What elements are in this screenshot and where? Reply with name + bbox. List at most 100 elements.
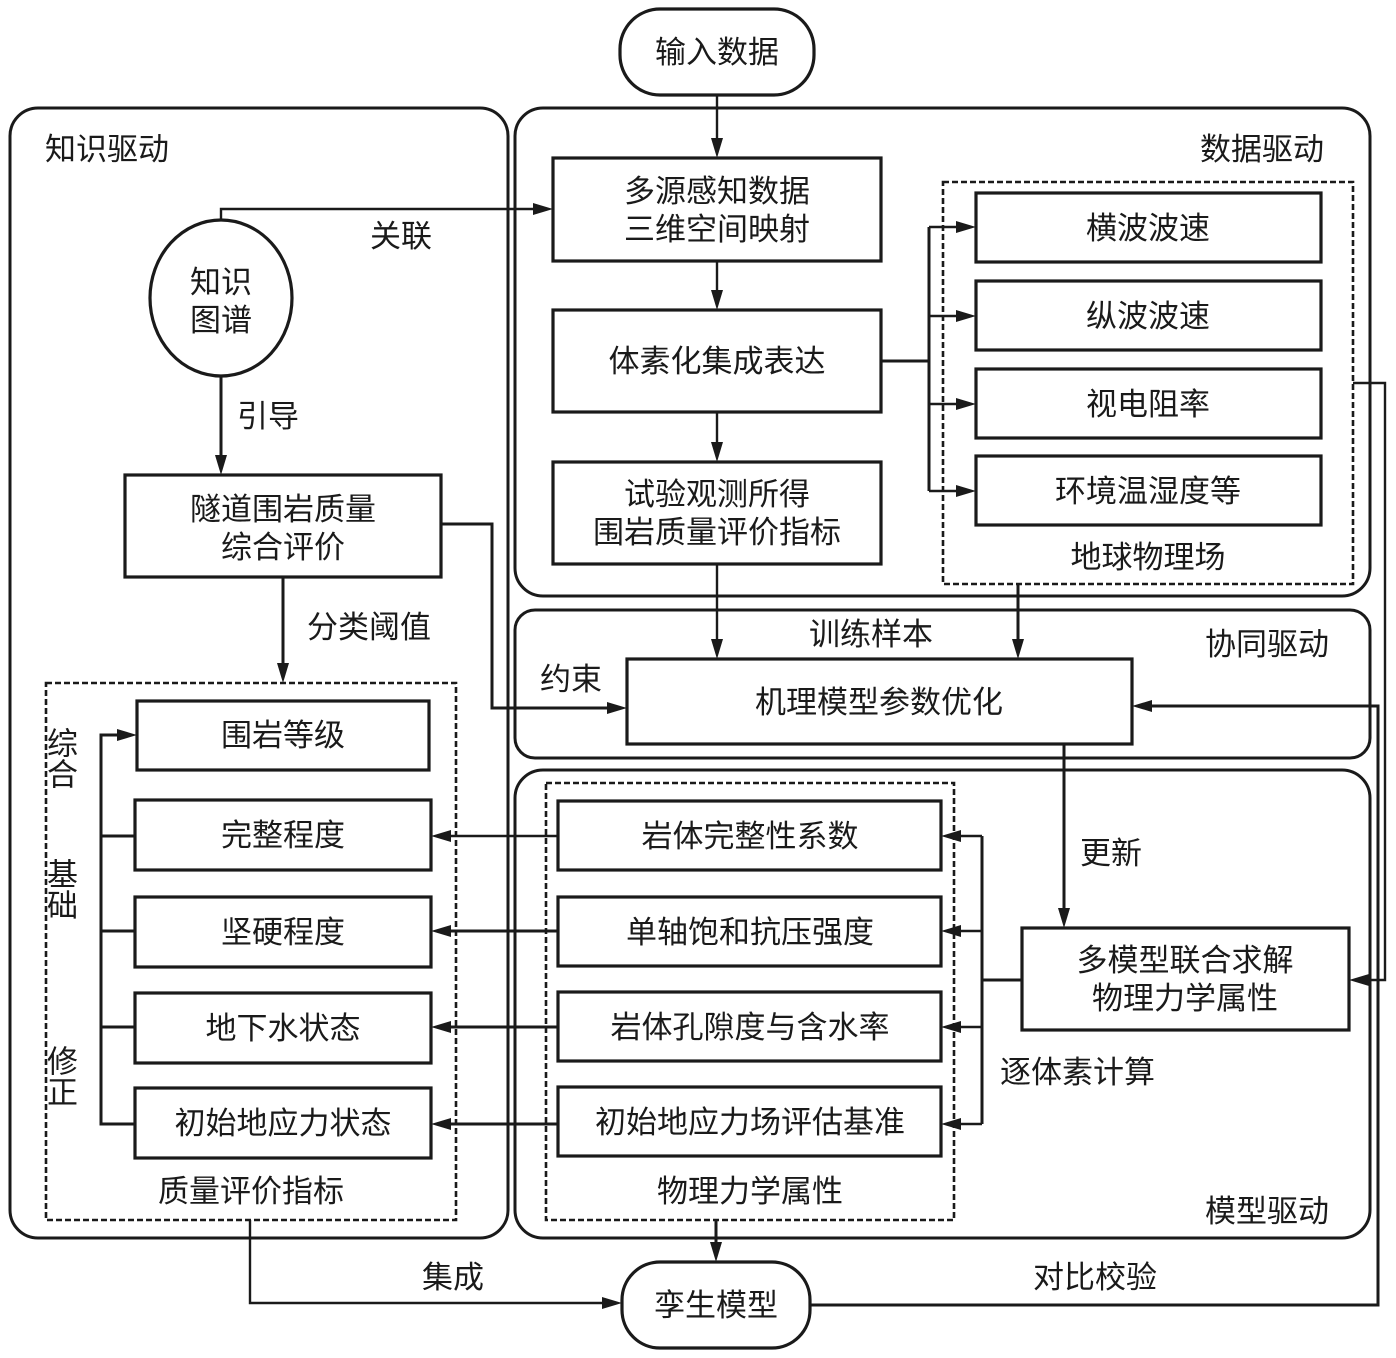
multisource-mapping-line1: 多源感知数据 — [624, 174, 810, 210]
arrowhead — [431, 830, 451, 842]
voxel-integration-node[interactable] — [551, 308, 883, 414]
mechanism-param-optimize-node[interactable] — [625, 657, 1134, 746]
multisource-mapping-line2: 三维空间映射 — [624, 212, 810, 248]
property-box[interactable] — [556, 799, 943, 872]
side-label-comprehensive: 综合 — [41, 727, 77, 789]
region-collab — [513, 608, 1372, 760]
arrowhead — [710, 1242, 722, 1262]
tunnel-quality-eval-line1: 隧道围岩质量 — [190, 492, 376, 528]
region-model-label: 模型驱动 — [1205, 1194, 1329, 1230]
edge-indicator-bracket — [99, 733, 135, 1126]
arrowhead — [431, 1118, 451, 1130]
edge-eval-to-optimize — [441, 522, 619, 710]
property-label: 岩体完整性系数 — [642, 819, 859, 855]
field-box[interactable] — [974, 191, 1323, 264]
edge-branch — [929, 225, 968, 493]
field-box[interactable] — [974, 279, 1323, 352]
observed-indicators-line2: 围岩质量评价指标 — [593, 515, 841, 551]
edge-label-constraint: 约束 — [540, 662, 602, 698]
arrowhead — [956, 310, 976, 322]
edge-label-update: 更新 — [1080, 836, 1142, 872]
multi-model-solve-line1: 多模型联合求解 — [1077, 943, 1294, 979]
arrowhead — [711, 639, 723, 659]
arrowhead — [956, 485, 976, 497]
region-collab-label: 协同驱动 — [1205, 627, 1329, 663]
property-label: 单轴饱和抗压强度 — [626, 915, 874, 951]
side-label-correction: 修正 — [41, 1045, 78, 1107]
arrowhead — [607, 702, 627, 714]
arrowhead — [215, 455, 227, 475]
field-box[interactable] — [974, 367, 1323, 440]
region-data-label: 数据驱动 — [1200, 132, 1324, 168]
property-list: 岩体完整性系数 单轴饱和抗压强度 岩体孔隙度与含水率 初始地应力场评估基准 — [556, 799, 943, 1158]
field-label: 视电阻率 — [1086, 387, 1210, 423]
multi-model-solve-line2: 物理力学属性 — [1092, 981, 1278, 1017]
edge-label-per-voxel: 逐体素计算 — [1000, 1055, 1155, 1091]
edge-label-training: 训练样本 — [809, 617, 933, 653]
knowledge-graph-line2: 图谱 — [190, 303, 252, 339]
edge-label-associate: 关联 — [370, 219, 432, 255]
field-label: 横波波速 — [1086, 211, 1210, 247]
arrowhead — [1132, 700, 1152, 712]
edge-field-to-solve — [1353, 381, 1387, 982]
start-node-label: 输入数据 — [655, 35, 779, 71]
mechanism-param-optimize-label: 机理模型参数优化 — [755, 685, 1003, 721]
arrowhead — [533, 203, 553, 215]
arrowhead — [117, 729, 137, 741]
knowledge-graph-line1: 知识 — [190, 265, 252, 301]
edge-label-compare: 对比校验 — [1033, 1260, 1157, 1296]
arrowhead — [277, 663, 289, 683]
edge-branch — [949, 834, 982, 1126]
arrowhead — [711, 138, 723, 158]
property-label: 岩体孔隙度与含水率 — [611, 1010, 890, 1046]
voxel-integration-label: 体素化集成表达 — [609, 344, 826, 380]
edge-indicators-to-twin — [248, 1220, 614, 1305]
arrowhead — [1012, 639, 1024, 659]
indicator-list: 围岩等级 完整程度 坚硬程度 地下水状态 初始地应力状态 — [133, 699, 433, 1160]
field-box[interactable] — [974, 454, 1323, 527]
region-knowledge-label: 知识驱动 — [45, 132, 169, 168]
multi-model-solve-node[interactable] — [1020, 926, 1351, 1032]
field-label: 纵波波速 — [1086, 299, 1210, 335]
region-knowledge — [8, 106, 510, 1240]
edge-label-guide: 引导 — [237, 399, 299, 435]
indicator-box[interactable] — [133, 798, 433, 872]
indicator-label: 坚硬程度 — [221, 915, 345, 951]
arrowhead — [956, 221, 976, 233]
property-box[interactable] — [556, 990, 943, 1063]
property-label: 初始地应力场评估基准 — [595, 1105, 905, 1141]
arrowhead — [711, 442, 723, 462]
arrowhead — [431, 1021, 451, 1033]
region-data — [513, 106, 1372, 598]
arrowhead — [1058, 908, 1070, 928]
group-quality-indicators-label: 质量评价指标 — [158, 1174, 344, 1210]
property-box[interactable] — [556, 895, 943, 968]
group-physical-properties — [544, 781, 956, 1222]
indicator-label: 地下水状态 — [206, 1011, 361, 1047]
arrowhead — [711, 290, 723, 310]
property-box[interactable] — [556, 1085, 943, 1158]
tunnel-quality-eval-line2: 综合评价 — [221, 530, 345, 566]
group-geophysical-field-label: 地球物理场 — [1071, 540, 1226, 576]
region-model — [513, 768, 1372, 1240]
indicator-box[interactable] — [135, 699, 431, 772]
observed-indicators-line1: 试验观测所得 — [624, 477, 810, 513]
arrowhead — [941, 925, 961, 937]
side-label-basic: 基础 — [41, 858, 78, 920]
edge-label-integrate: 集成 — [422, 1260, 484, 1296]
multisource-mapping-node[interactable] — [551, 156, 883, 263]
arrowhead — [956, 398, 976, 410]
edge-solve-to-properties — [980, 836, 1022, 1124]
arrowhead — [602, 1297, 622, 1309]
edge-label-threshold: 分类阈值 — [307, 610, 431, 646]
group-physical-properties-label: 物理力学属性 — [657, 1174, 843, 1210]
edge-graph-to-mapping — [219, 207, 545, 220]
indicator-label: 初始地应力状态 — [175, 1106, 392, 1142]
field-label: 环境温湿度等 — [1055, 474, 1241, 510]
end-node-label: 孪生模型 — [654, 1288, 778, 1324]
group-geophysical-field — [941, 180, 1355, 586]
arrowhead — [1349, 974, 1369, 986]
arrowhead — [941, 1021, 961, 1033]
arrowhead — [941, 1118, 961, 1130]
